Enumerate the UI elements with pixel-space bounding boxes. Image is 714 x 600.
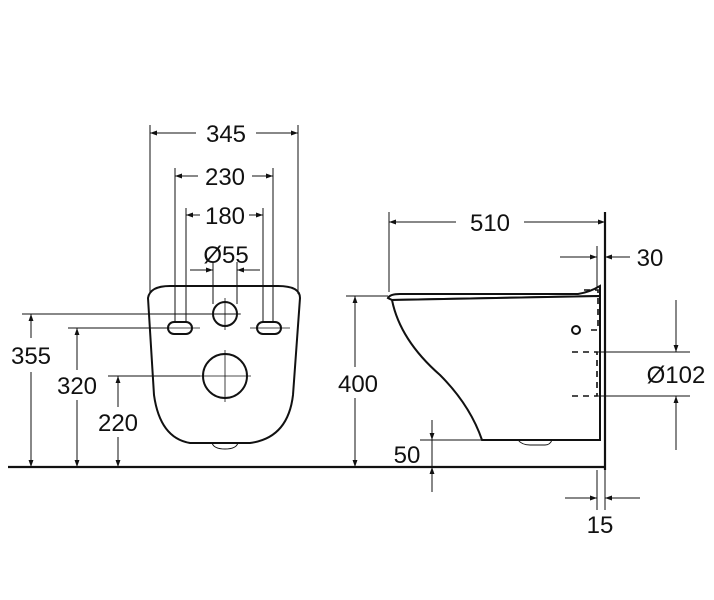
dim-50-label: 50 xyxy=(394,442,421,469)
dim-30-label: 30 xyxy=(637,245,664,272)
hidden-bracket xyxy=(584,289,599,331)
front-view: 345 230 180 Ø55 355 320 220 xyxy=(11,121,302,467)
dim-55-label: Ø55 xyxy=(203,242,248,269)
dim-180-label: 180 xyxy=(205,203,245,230)
side-bowl-outline xyxy=(390,294,601,441)
side-view: 510 30 400 Ø102 50 15 xyxy=(338,210,705,539)
side-bolt xyxy=(571,325,581,335)
dim-355-label: 355 xyxy=(11,343,51,370)
hidden-outlet xyxy=(572,351,598,397)
dim-400-label: 400 xyxy=(338,371,378,398)
dim-320-label: 320 xyxy=(57,373,97,400)
dim-15-label: 15 xyxy=(587,512,614,539)
dim-102-label: Ø102 xyxy=(647,362,706,389)
dim-510-label: 510 xyxy=(470,210,510,237)
side-bowl-foot xyxy=(517,439,553,446)
dim-220-label: 220 xyxy=(98,410,138,437)
front-bowl-foot xyxy=(211,442,239,450)
dim-345-label: 345 xyxy=(206,121,246,148)
dim-230-label: 230 xyxy=(205,164,245,191)
